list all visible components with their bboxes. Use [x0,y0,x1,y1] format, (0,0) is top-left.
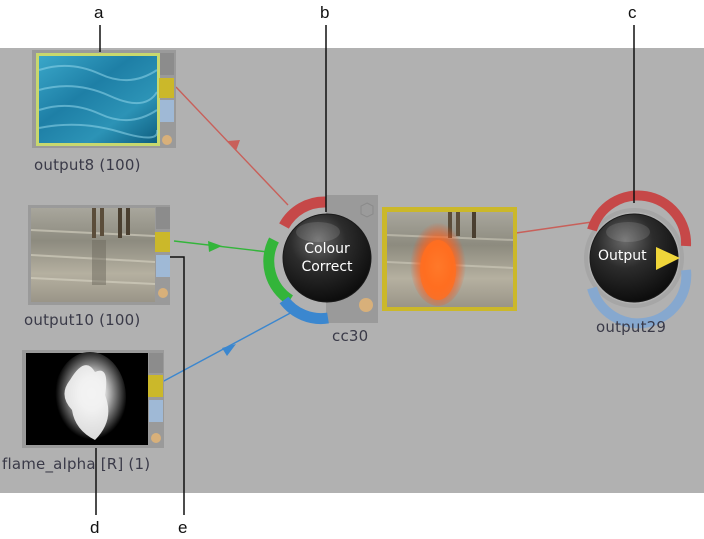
colour-correct-line1: Colour [304,241,350,257]
node-output[interactable] [584,190,692,329]
play-triangle-icon [656,247,680,270]
node-label-cc30: cc30 [332,327,369,345]
node-output8[interactable] [32,50,176,148]
callout-c: c [628,3,637,22]
output-button-label: Output [598,248,647,264]
colour-correct-title: Colour Correct [292,240,362,276]
node-output10[interactable] [28,205,170,305]
node-label-output29: output29 [596,318,667,336]
node-label-output8: output8 (100) [34,156,141,174]
node-label-flame-alpha: flame_alpha [R] (1) [2,455,151,473]
node-label-output10: output10 (100) [24,311,141,329]
callout-d: d [90,518,100,537]
callout-a: a [94,3,104,22]
node-colour-correct[interactable] [263,195,517,325]
colour-correct-line2: Correct [301,259,353,275]
connection-links [161,86,593,383]
node-flame-alpha[interactable] [22,350,164,448]
callout-lines [95,25,635,515]
callout-b: b [320,3,330,22]
callout-e: e [178,518,188,537]
